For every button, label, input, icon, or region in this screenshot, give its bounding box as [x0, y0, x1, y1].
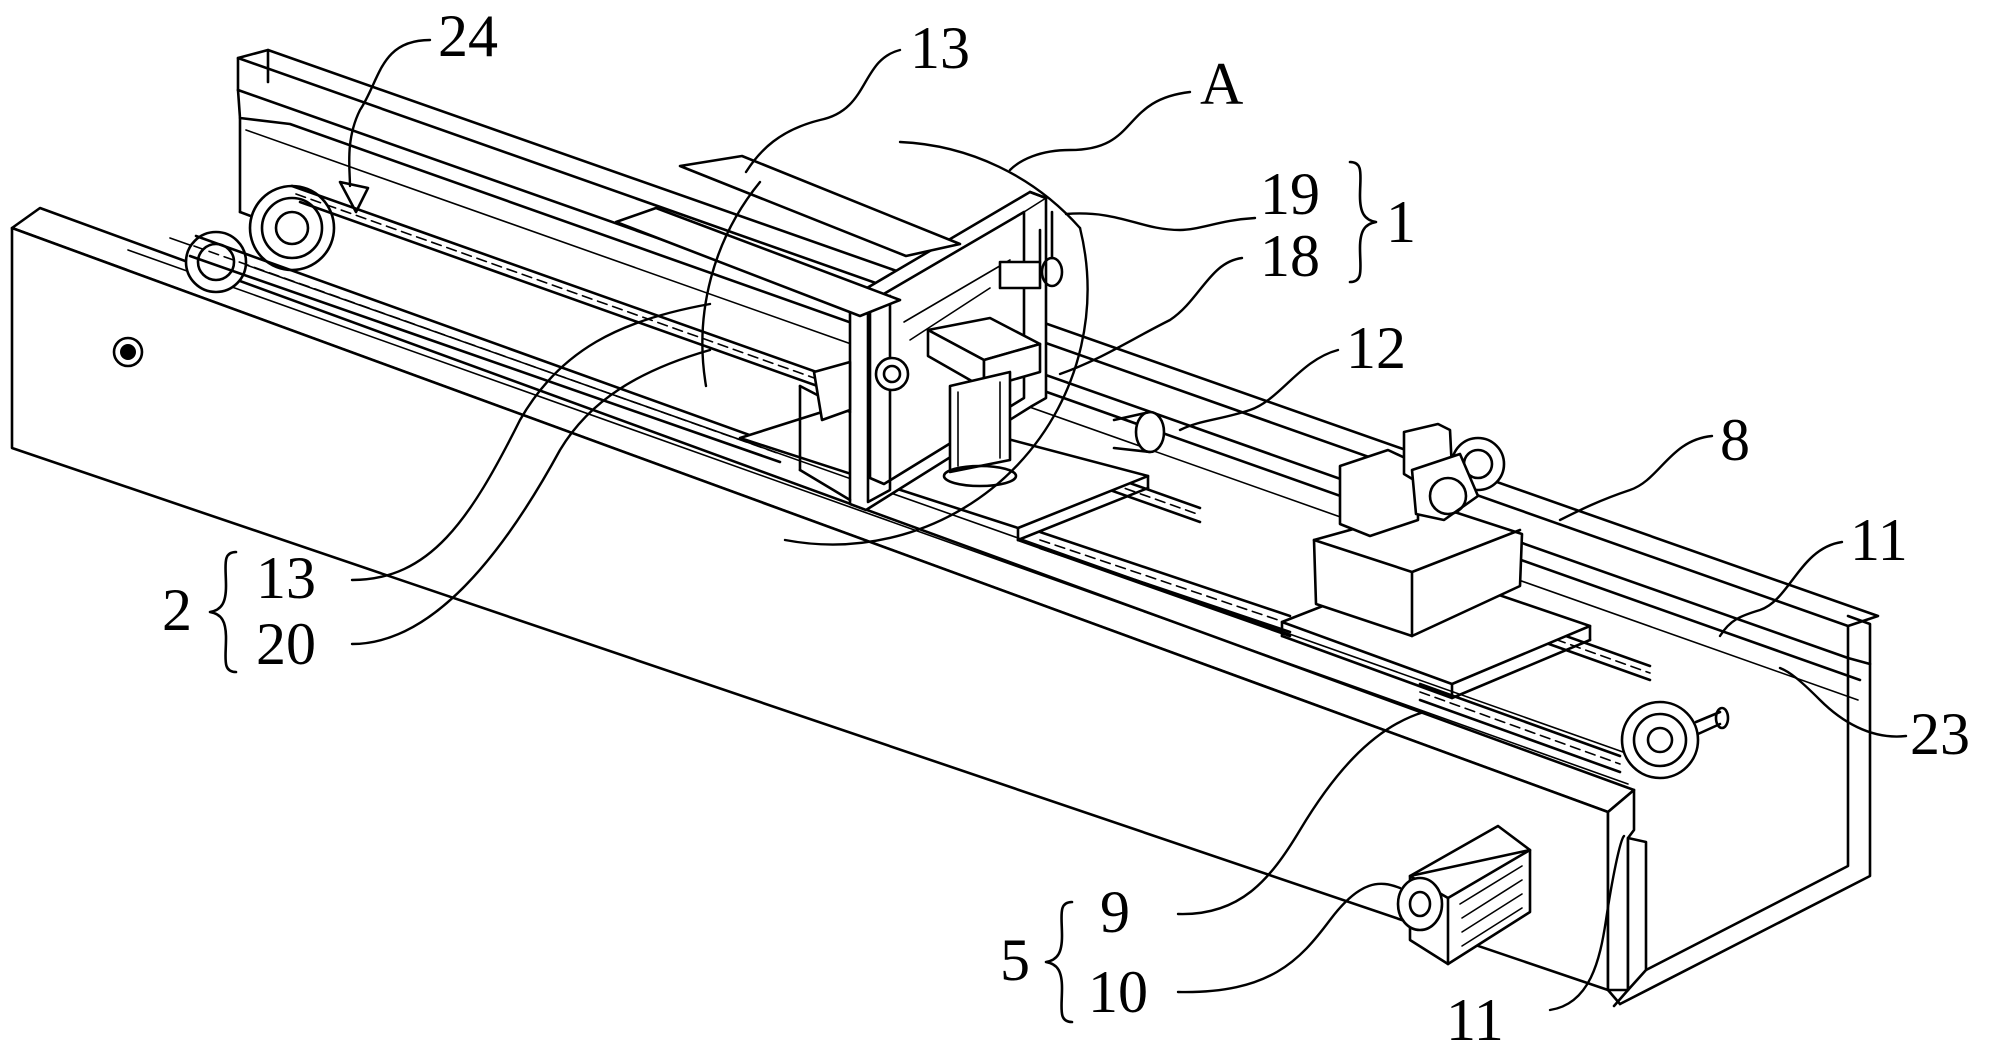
- label-24: 24: [438, 3, 498, 69]
- label-23: 23: [1910, 701, 1970, 767]
- label-5: 5: [1000, 927, 1030, 993]
- label-11-right: 11: [1850, 507, 1908, 573]
- label-20: 20: [256, 611, 316, 677]
- label-13-left: 13: [256, 545, 316, 611]
- label-12: 12: [1346, 315, 1406, 381]
- label-8: 8: [1720, 407, 1750, 473]
- label-2: 2: [162, 577, 192, 643]
- shaft-12: [1114, 412, 1164, 452]
- label-9: 9: [1100, 879, 1130, 945]
- label-13-top: 13: [910, 15, 970, 81]
- label-18: 18: [1260, 223, 1320, 289]
- label-1: 1: [1386, 189, 1416, 255]
- label-10: 10: [1088, 959, 1148, 1025]
- label-a: A: [1200, 51, 1243, 117]
- label-19: 19: [1260, 161, 1320, 227]
- roller-18: [876, 358, 908, 390]
- label-11-bottom: 11: [1446, 987, 1504, 1053]
- right-sprocket: [1622, 702, 1728, 778]
